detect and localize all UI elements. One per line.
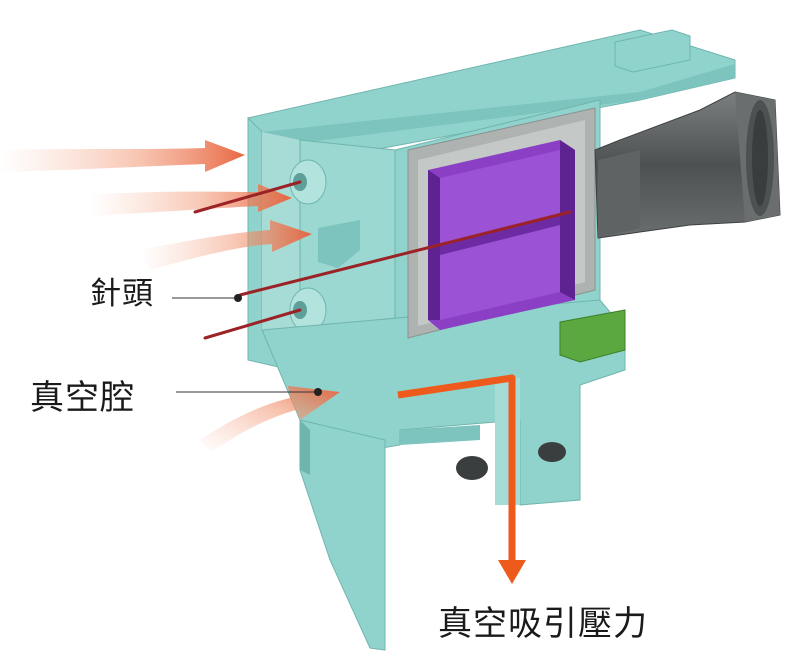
needles <box>193 180 572 340</box>
seal-pad <box>559 309 626 363</box>
leader-dot <box>234 294 242 302</box>
airflow-arrow <box>0 140 245 172</box>
leader-lines <box>172 294 322 396</box>
leader-dot <box>314 388 322 396</box>
needle-label: 針頭 <box>90 276 154 312</box>
needle <box>193 180 302 214</box>
suction-arrow <box>397 374 526 584</box>
magnet-block <box>428 140 575 330</box>
outlet-nozzle <box>594 91 781 239</box>
airflow-arrows <box>0 140 340 452</box>
needle <box>203 308 302 340</box>
device-housing <box>247 29 736 651</box>
vacuum-cavity-label: 真空腔 <box>30 378 135 418</box>
vacuum-suction-label: 真空吸引壓力 <box>438 604 648 644</box>
airflow-arrow <box>140 220 312 270</box>
airflow-arrow <box>90 184 292 216</box>
airflow-arrow <box>200 386 340 452</box>
needle <box>238 210 572 297</box>
